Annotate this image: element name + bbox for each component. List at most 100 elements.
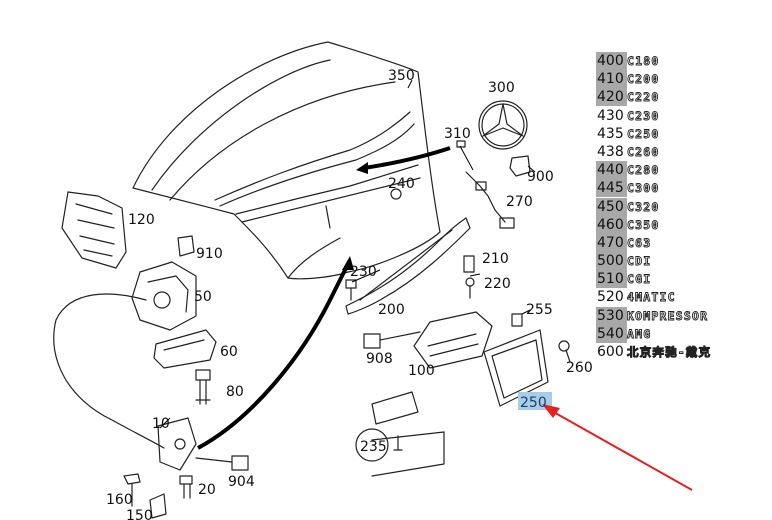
callout-210: 210 xyxy=(482,251,509,267)
mercedes-star-emblem xyxy=(478,100,528,150)
arrow-310-to-lid xyxy=(356,146,451,174)
legend-badge-name: C63 xyxy=(627,235,652,250)
legend-code: 600 xyxy=(597,344,624,360)
legend-code: 438 xyxy=(597,143,624,160)
part-904-connector xyxy=(195,455,249,471)
legend-code: 530 xyxy=(596,306,627,325)
legend-code: 500 xyxy=(596,252,627,271)
legend-badge-name: C220 xyxy=(627,90,660,105)
legend-code: 470 xyxy=(596,233,627,252)
legend-badge-name: CGI xyxy=(627,272,652,287)
callout-220: 220 xyxy=(484,276,511,292)
part-240-grommet xyxy=(390,188,402,200)
callout-900: 900 xyxy=(527,169,554,185)
part-20-screw xyxy=(179,475,193,499)
legend-badge-name: C260 xyxy=(627,144,660,159)
callout-910: 910 xyxy=(196,246,223,262)
part-220-screw xyxy=(465,277,475,299)
arrow-handle-to-lid xyxy=(197,256,354,450)
callout-150: 150 xyxy=(126,508,153,520)
legend-code: 460 xyxy=(596,215,627,234)
callout-50: 50 xyxy=(194,289,212,305)
legend-code: 400 xyxy=(596,52,627,70)
legend-code: 445 xyxy=(596,179,627,198)
red-pointer-arrow xyxy=(542,404,693,491)
part-80-bolt xyxy=(195,369,211,405)
part-908-connector xyxy=(363,331,421,349)
legend-badge-name: C300 xyxy=(627,181,660,196)
legend-badge-name: AMG xyxy=(627,326,652,341)
legend-badge-name: C180 xyxy=(627,54,660,69)
part-250-plate-bracket xyxy=(483,329,549,407)
callout-labels: 350 300 310 900 240 270 120 910 50 60 80… xyxy=(106,68,593,520)
callout-100: 100 xyxy=(408,363,435,379)
legend-badge-name: CDI xyxy=(627,254,652,269)
part-230-screw xyxy=(345,279,357,301)
part-255-clip xyxy=(511,313,523,327)
callout-260: 260 xyxy=(566,360,593,376)
legend-code: 420 xyxy=(596,88,627,107)
callout-235: 235 xyxy=(360,439,387,455)
callout-904: 904 xyxy=(228,474,255,490)
part-210-nut xyxy=(463,255,475,273)
part-260-screw xyxy=(558,340,571,363)
legend-code: 435 xyxy=(597,125,624,142)
callout-20: 20 xyxy=(198,482,216,498)
callout-908: 908 xyxy=(366,351,393,367)
callout-250: 250 xyxy=(520,395,547,411)
legend-badge-name: C350 xyxy=(627,217,660,232)
part-10-cable xyxy=(53,293,165,449)
part-900-sensor xyxy=(509,155,531,177)
part-235-label xyxy=(355,391,445,477)
legend-badge-name: 4MATIC xyxy=(627,290,676,305)
callout-350: 350 xyxy=(388,68,415,84)
legend-badge-name: C200 xyxy=(627,72,660,87)
legend-code: 520 xyxy=(597,289,624,306)
trunk-lid xyxy=(132,41,441,280)
callout-10: 10 xyxy=(152,416,170,432)
callout-240: 240 xyxy=(388,176,415,192)
callout-270: 270 xyxy=(506,194,533,210)
part-50-lock-actuator xyxy=(131,261,197,331)
callout-230: 230 xyxy=(350,264,377,280)
part-160-screw xyxy=(123,473,141,507)
legend-badge-name: C320 xyxy=(627,199,660,214)
callout-80: 80 xyxy=(226,384,244,400)
callout-60: 60 xyxy=(220,344,238,360)
part-120-cover xyxy=(61,191,127,269)
callout-160: 160 xyxy=(106,492,133,508)
legend-badge-name: 北京奔驰-戴克 xyxy=(627,345,712,360)
legend-badge-name: C280 xyxy=(627,163,660,178)
legend-code: 430 xyxy=(597,107,624,124)
legend-code: 510 xyxy=(596,270,627,289)
legend-badge-name: KOMPRESSOR xyxy=(627,308,709,323)
part-200-handle-bar xyxy=(345,217,471,315)
part-150-clip xyxy=(149,493,167,519)
callout-200: 200 xyxy=(378,302,405,318)
callout-255: 255 xyxy=(526,302,553,318)
callout-300: 300 xyxy=(488,80,515,96)
legend-code: 440 xyxy=(596,161,627,180)
part-910-connector xyxy=(177,235,195,257)
legend-code: 450 xyxy=(596,197,627,216)
legend-badge-name: C230 xyxy=(627,108,660,123)
part-100-housing xyxy=(413,311,493,369)
